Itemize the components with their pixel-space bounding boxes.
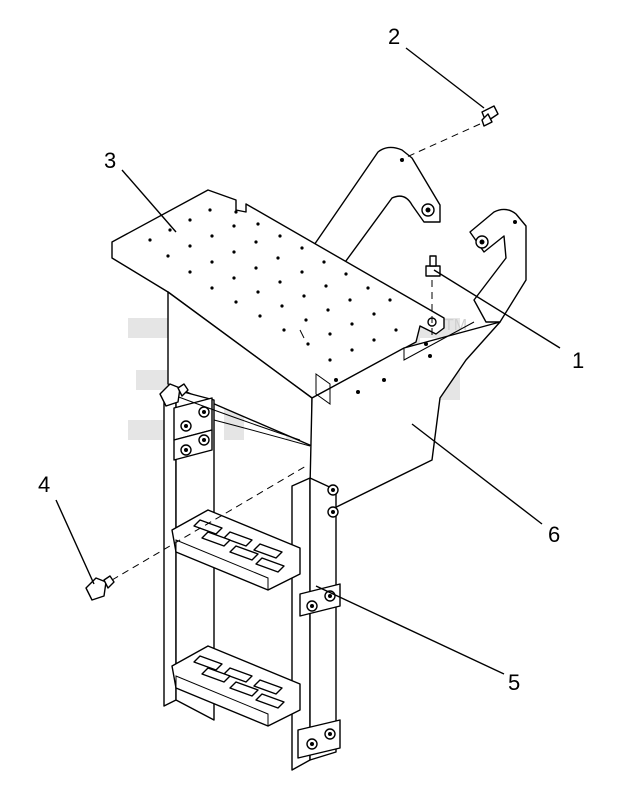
knob-bolt-part-4 — [85, 465, 307, 601]
support-bracket-left — [311, 146, 441, 281]
watermark-trademark: TM — [444, 317, 467, 334]
callout-labels: 1 2 3 4 5 6 — [38, 24, 584, 695]
platform-perforations — [148, 208, 398, 362]
stud-part-1 — [425, 255, 441, 340]
callout-4: 4 — [38, 472, 50, 497]
callout-3: 3 — [104, 148, 116, 173]
leader-lines — [55, 47, 561, 675]
knob-bolt-upper — [159, 383, 189, 407]
callout-6: 6 — [548, 522, 560, 547]
callout-2: 2 — [388, 24, 400, 49]
ladder-step-lower — [171, 645, 301, 727]
ladder-step-upper — [171, 509, 301, 591]
bolt-part-2 — [399, 105, 499, 161]
callout-1: 1 — [572, 348, 584, 373]
callout-5: 5 — [508, 670, 520, 695]
support-bracket-right — [469, 208, 527, 323]
